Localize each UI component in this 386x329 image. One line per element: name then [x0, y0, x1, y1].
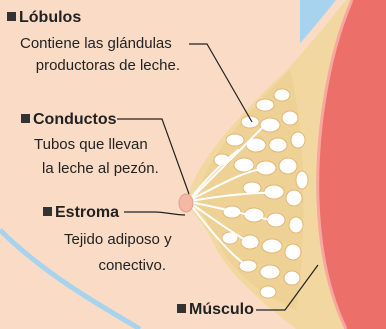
label-conductos-title: Conductos: [21, 111, 117, 129]
musculo-title-text: Músculo: [189, 301, 254, 318]
bullet-icon: [7, 12, 16, 21]
bullet-icon: [21, 114, 30, 123]
label-estroma-title: Estroma: [43, 204, 119, 222]
bullet-icon: [43, 207, 52, 216]
nipple: [179, 194, 193, 212]
conductos-title-text: Conductos: [33, 111, 117, 128]
estroma-title-text: Estroma: [55, 204, 119, 221]
bullet-icon: [177, 304, 186, 313]
lobulos-title-text: Lóbulos: [19, 9, 81, 26]
label-lobulos-title: Lóbulos: [7, 9, 81, 27]
label-lobulos-desc-1: Contiene las glándulas: [20, 34, 172, 54]
label-conductos-desc-1: Tubos que llevan: [34, 135, 148, 155]
label-conductos-desc-2: la leche al pezón.: [42, 159, 159, 179]
label-estroma-desc-1: Tejido adiposo y: [64, 230, 172, 250]
label-estroma-desc-2: conectivo.: [98, 256, 166, 276]
label-lobulos-desc-2: productoras de leche.: [36, 56, 180, 76]
label-musculo-title: Músculo: [177, 301, 254, 319]
